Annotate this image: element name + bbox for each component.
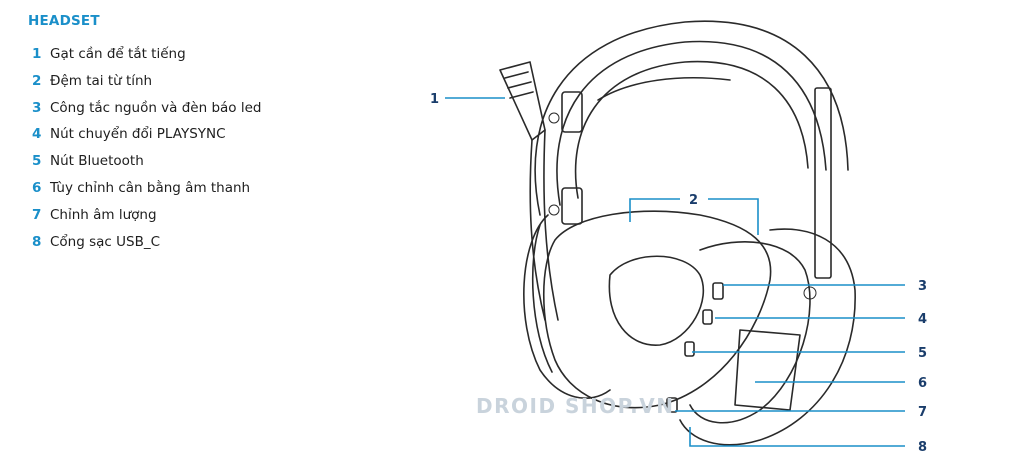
playsync-button <box>702 309 713 325</box>
headband <box>534 20 849 279</box>
legend-label: Chỉnh âm lượng <box>50 206 157 223</box>
callout-6: 6 <box>918 376 927 391</box>
callout-8: 8 <box>918 440 927 455</box>
magnetic-ear-cushion <box>542 210 772 409</box>
legend-number: 6 <box>32 179 42 196</box>
legend-label: Đệm tai từ tính <box>50 72 153 89</box>
legend-number: 7 <box>32 206 42 223</box>
legend-number: 2 <box>32 72 42 89</box>
callout-1: 1 <box>430 92 439 107</box>
boom-microphone <box>499 61 559 321</box>
legend-label: Công tắc nguồn và đèn báo led <box>50 99 262 116</box>
legend-item: 8 Cổng sạc USB_C <box>32 233 261 260</box>
legend-label: Tùy chỉnh cân bằng âm thanh <box>50 179 251 196</box>
legend-label: Nút Bluetooth <box>50 153 144 170</box>
callout-4: 4 <box>918 312 927 327</box>
legend-number: 3 <box>32 99 42 116</box>
legend-item: 7 Chỉnh âm lượng <box>32 206 261 233</box>
legend-item: 6 Tùy chỉnh cân bằng âm thanh <box>32 179 261 206</box>
legend-item: 5 Nút Bluetooth <box>32 152 261 179</box>
legend-item: 3 Công tắc nguồn và đèn báo led <box>32 99 261 126</box>
callout-7: 7 <box>918 405 927 420</box>
legend-number: 4 <box>32 126 42 143</box>
callout-numbers: 1 2 3 4 5 6 7 8 <box>430 92 927 455</box>
legend-item: 1 Gạt cần để tắt tiếng <box>32 45 261 72</box>
bluetooth-button <box>684 341 695 357</box>
callout-2: 2 <box>689 193 698 208</box>
right-ear-cup <box>666 228 856 446</box>
legend-item: 2 Đệm tai từ tính <box>32 72 261 99</box>
legend-item: 4 Nút chuyển đổi PLAYSYNC <box>32 125 261 152</box>
volume-wheel <box>666 397 678 413</box>
diagram-title: HEADSET <box>28 13 100 29</box>
callout-5: 5 <box>918 346 927 361</box>
legend-number: 1 <box>32 46 42 62</box>
callout-3: 3 <box>918 279 927 294</box>
legend-label: Gạt cần để tắt tiếng <box>50 46 186 62</box>
callout-leaders <box>445 97 905 447</box>
left-ear-cup <box>523 112 611 399</box>
legend-label: Nút chuyển đổi PLAYSYNC <box>50 126 226 143</box>
legend-list: 1 Gạt cần để tắt tiếng 2 Đệm tai từ tính 3… <box>32 45 261 259</box>
power-switch <box>712 282 724 300</box>
legend-label: Cổng sạc USB_C <box>50 233 161 250</box>
legend-number: 8 <box>32 233 42 250</box>
watermark-text: DROID SHOP.VN <box>476 394 675 418</box>
legend-number: 5 <box>32 153 42 170</box>
